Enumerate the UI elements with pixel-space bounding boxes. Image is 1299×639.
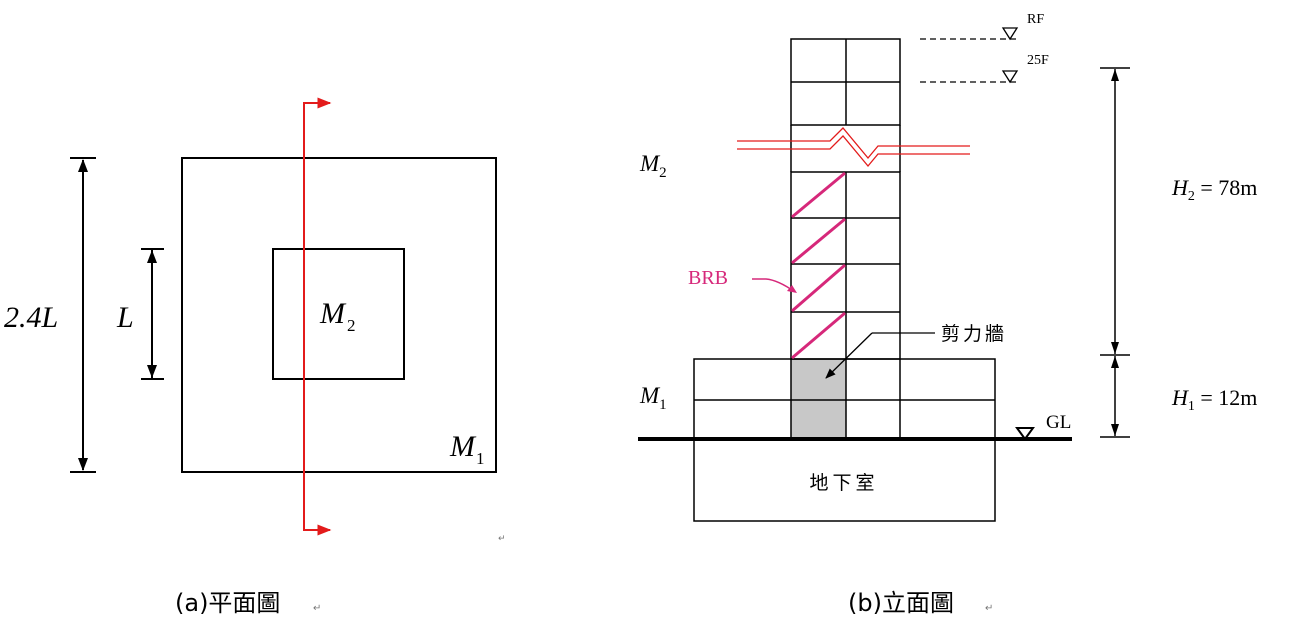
elevation-podium-label: M1 (639, 383, 667, 413)
dimension-outer (70, 157, 96, 473)
outer-floor-outline (181, 157, 497, 473)
elevation-tower-label: M2 (639, 151, 667, 181)
elevation-view: 地下室 (638, 12, 1257, 522)
caption-elevation-mark: ↵ (985, 603, 993, 614)
caption-plan: (a)平面圖 (175, 589, 280, 617)
break-line (737, 127, 970, 168)
dimension-inner-label: L (116, 301, 134, 334)
h1-dimension-label: H1 = 12m (1171, 385, 1257, 414)
dimension-outer-label: 2.4L (4, 301, 58, 334)
brb-label: BRB (688, 267, 728, 289)
height-dimensions (1100, 67, 1130, 438)
level-25f: 25F (1027, 53, 1049, 68)
level-rf: RF (1027, 12, 1044, 27)
section-cut-line (303, 97, 332, 536)
ground-symbol (1015, 427, 1035, 441)
brb-braces (791, 171, 846, 360)
tower-lower-frame (790, 171, 901, 360)
caption-plan-mark: ↵ (313, 603, 321, 614)
caption-elevation: (b)立面圖 (848, 589, 954, 617)
plan-podium-label: M1 (449, 430, 485, 468)
ground-label: GL (1046, 412, 1071, 433)
shear-wall (791, 359, 846, 439)
level-markers (920, 27, 1019, 84)
inner-tower-outline (272, 248, 405, 380)
dimension-inner (141, 248, 164, 380)
shear-wall-label: 剪力牆 (941, 323, 1007, 345)
basement-label: 地下室 (809, 472, 878, 494)
h2-dimension-label: H2 = 78m (1171, 175, 1257, 204)
tower-upper-frame (790, 38, 901, 172)
return-mark: ↵ (498, 534, 506, 544)
